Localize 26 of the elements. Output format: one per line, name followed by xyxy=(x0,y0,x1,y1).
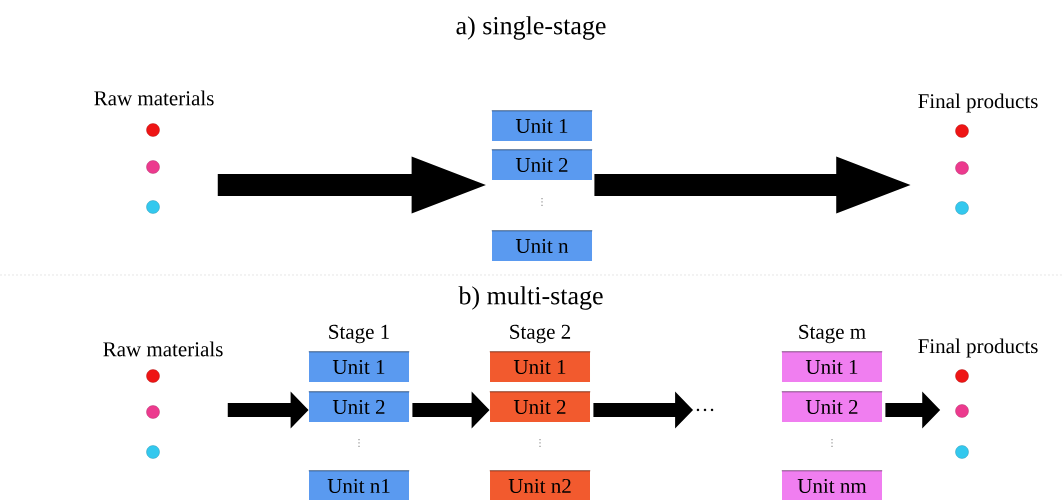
unit-box: Unit n1 xyxy=(308,470,410,500)
stage-heading: Stage 2 xyxy=(510,324,571,344)
unit-box: Unit 2 xyxy=(489,391,591,422)
unit-box: Unit 1 xyxy=(781,351,883,382)
stage-heading: Stage 1 xyxy=(329,324,389,344)
unit-box: Unit 2 xyxy=(781,391,883,422)
unit-box: Unit 2 xyxy=(308,391,410,422)
unit-box: Unit 1 xyxy=(308,351,410,382)
unit-box: Unit n2 xyxy=(489,470,591,500)
unit-box: Unit 2 xyxy=(491,149,593,180)
vertical-ellipsis: ⋮ xyxy=(539,438,541,448)
vertical-ellipsis: ⋮ xyxy=(358,438,360,448)
unit-box: Unit 1 xyxy=(489,351,591,382)
text-label: … xyxy=(696,408,714,412)
text-label: Raw materials xyxy=(103,341,223,357)
text-label: Raw materials xyxy=(94,90,214,106)
unit-box: Unit 1 xyxy=(491,110,593,141)
vertical-ellipsis: ⋮ xyxy=(831,438,833,448)
unit-box: Unit n xyxy=(491,230,593,261)
panel-title: b) multi-stage xyxy=(458,286,603,310)
vertical-ellipsis: ⋮ xyxy=(541,197,543,207)
text-label: Final products xyxy=(918,93,1038,113)
text-label: Final products xyxy=(918,338,1038,358)
unit-box: Unit nm xyxy=(781,470,883,500)
panel-title: a) single-stage xyxy=(456,16,606,40)
stage-heading: Stage m xyxy=(799,324,866,344)
